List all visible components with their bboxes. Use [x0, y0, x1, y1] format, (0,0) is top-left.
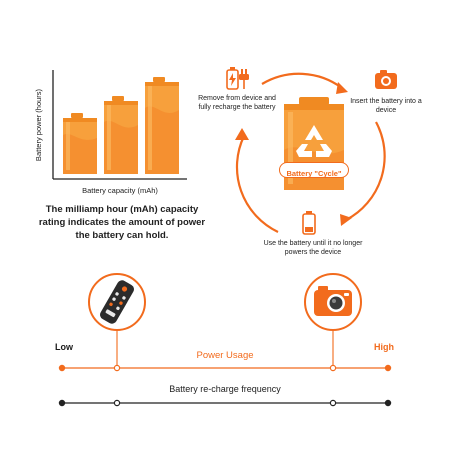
frequency-label: Battery re-charge frequency — [169, 384, 281, 394]
recycle-icon — [296, 125, 332, 157]
frequency-markers — [58, 399, 392, 407]
capacity-description: The milliamp hour (mAh) capacity rating … — [38, 204, 206, 241]
battery-medium — [104, 96, 138, 174]
chart-xlabel: Battery capacity (mAh) — [82, 186, 158, 195]
step-use-text: Use the battery until it no longer power… — [263, 240, 363, 256]
cycle-label: Battery "Cycle" — [286, 169, 342, 178]
battery-large — [145, 77, 179, 174]
camera-device-icon — [304, 273, 362, 331]
arrow-head-left — [235, 128, 249, 140]
camera-icon — [375, 70, 397, 89]
step-recharge-text: Remove from device and fully recharge th… — [198, 95, 276, 111]
battery-small — [63, 113, 97, 174]
cycle-ring — [235, 72, 386, 233]
arrow-head-right — [340, 214, 352, 226]
remote-control-icon — [88, 273, 146, 331]
power-usage-label: Power Usage — [196, 350, 254, 361]
chart-ylabel: Battery power (hours) — [34, 88, 43, 162]
cycle-label-badge: Battery "Cycle" — [279, 162, 349, 178]
low-battery-icon — [302, 211, 316, 235]
high-label: High — [374, 342, 394, 352]
arrow-head-top — [336, 82, 348, 94]
low-label: Low — [55, 342, 73, 352]
usage-markers — [58, 364, 392, 372]
step-insert-text: Insert the battery into a device — [350, 98, 422, 114]
charger-icon — [226, 67, 249, 90]
